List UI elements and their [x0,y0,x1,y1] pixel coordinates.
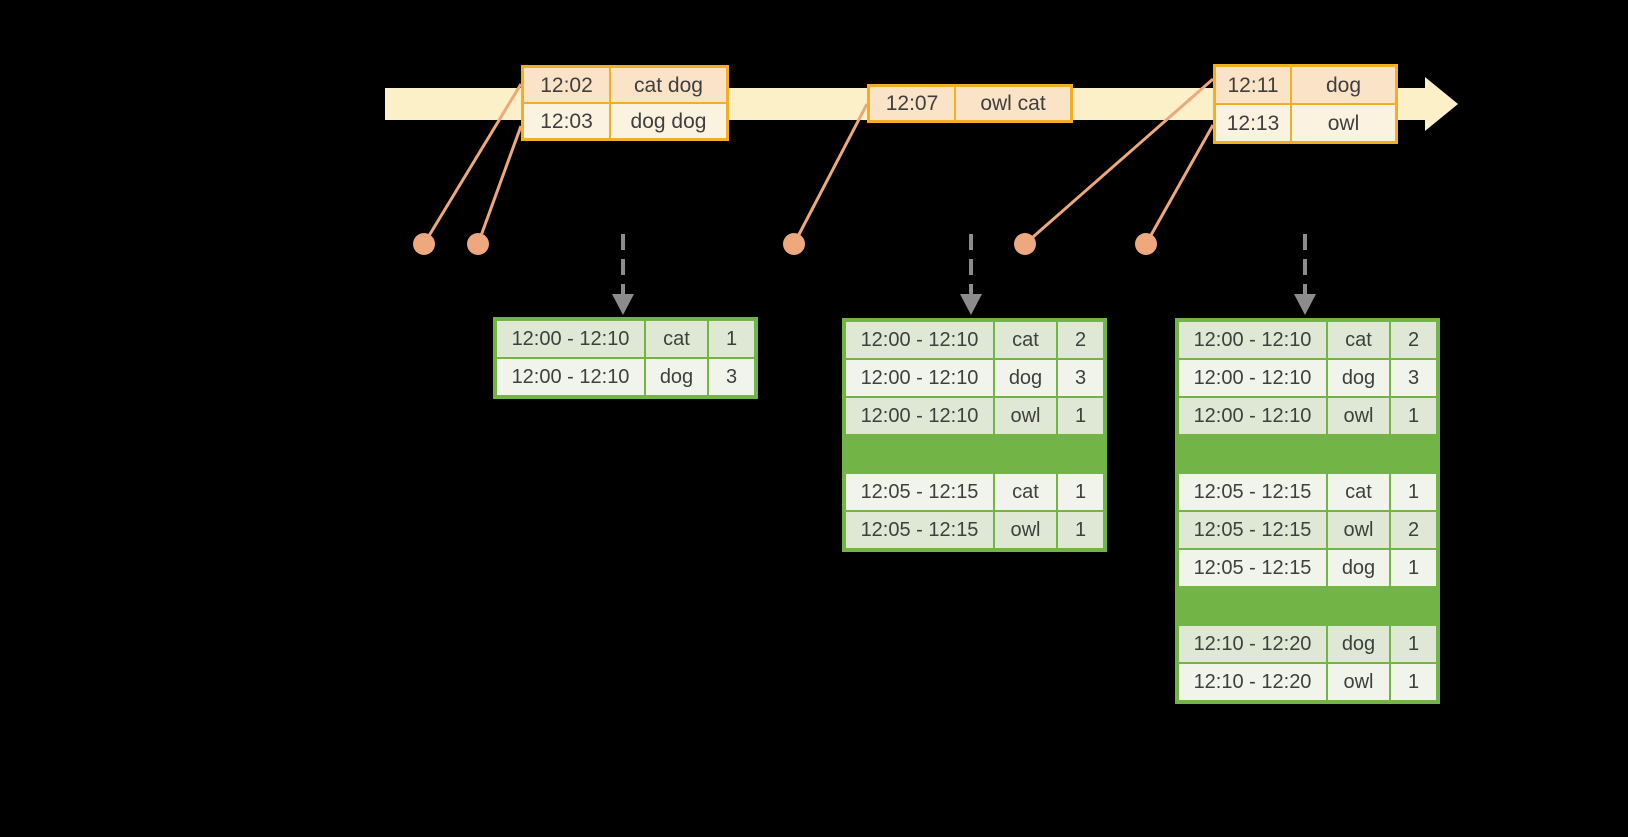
word-cell: dog [646,359,707,395]
count-cell: 3 [1391,360,1436,396]
word-cell: cat [646,321,707,357]
event-connector-line [1144,124,1215,245]
result-table-3: 12:00 - 12:10 cat 2 12:00 - 12:10 dog 3 … [1175,318,1440,704]
word-cell: owl [1328,512,1389,548]
window-cell: 12:00 - 12:10 [846,322,993,358]
window-cell: 12:00 - 12:10 [1179,322,1326,358]
count-cell: 2 [1391,512,1436,548]
count-cell: 1 [1391,626,1436,662]
count-cell: 1 [1391,550,1436,586]
word-cell: cat [1328,322,1389,358]
window-cell: 12:05 - 12:15 [1179,474,1326,510]
word-cell: cat [995,474,1056,510]
event-words-cell: dog [1292,67,1395,103]
window-cell: 12:10 - 12:20 [1179,664,1326,700]
event-connector-line [422,83,523,245]
window-group-divider [846,436,1103,437]
count-cell: 1 [1391,474,1436,510]
down-arrow-icon [960,294,982,315]
event-time-cell: 12:07 [870,87,954,120]
window-cell: 12:05 - 12:15 [846,474,993,510]
down-arrow-icon [612,294,634,315]
word-cell: dog [995,360,1056,396]
count-cell: 1 [1058,512,1103,548]
event-words-cell: owl [1292,105,1395,141]
event-marker-dot [1014,233,1036,255]
event-words-cell: cat dog [611,68,726,102]
window-cell: 12:00 - 12:10 [846,360,993,396]
event-time-cell: 12:13 [1216,105,1290,141]
count-cell: 3 [709,359,754,395]
word-cell: owl [1328,398,1389,434]
window-cell: 12:05 - 12:15 [1179,550,1326,586]
window-cell: 12:00 - 12:10 [497,359,644,395]
word-cell: owl [995,398,1056,434]
count-cell: 1 [1058,474,1103,510]
event-words-cell: owl cat [956,87,1070,120]
result-table-1: 12:00 - 12:10 cat 1 12:00 - 12:10 dog 3 [493,317,758,399]
event-words-cell: dog dog [611,104,726,138]
event-marker-dot [783,233,805,255]
count-cell: 2 [1391,322,1436,358]
window-cell: 12:05 - 12:15 [846,512,993,548]
window-cell: 12:00 - 12:10 [846,398,993,434]
down-arrow-icon [1294,294,1316,315]
window-cell: 12:10 - 12:20 [1179,626,1326,662]
event-connector-line [476,125,523,245]
event-time-cell: 12:02 [524,68,609,102]
count-cell: 2 [1058,322,1103,358]
event-time-cell: 12:03 [524,104,609,138]
word-cell: dog [1328,360,1389,396]
event-marker-dot [1135,233,1157,255]
event-table-3: 12:11 dog 12:13 owl [1213,64,1398,144]
count-cell: 1 [1391,398,1436,434]
window-group-divider [1179,588,1436,589]
word-cell: owl [995,512,1056,548]
window-cell: 12:00 - 12:10 [1179,398,1326,434]
count-cell: 1 [1058,398,1103,434]
word-cell: cat [1328,474,1389,510]
word-cell: dog [1328,626,1389,662]
window-cell: 12:00 - 12:10 [1179,360,1326,396]
event-table-1: 12:02 cat dog 12:03 dog dog [521,65,729,141]
event-marker-dot [413,233,435,255]
event-connector-line [792,103,869,245]
count-cell: 1 [1391,664,1436,700]
word-cell: dog [1328,550,1389,586]
word-cell: cat [995,322,1056,358]
window-group-divider [1179,436,1436,437]
event-time-cell: 12:11 [1216,67,1290,103]
window-cell: 12:05 - 12:15 [1179,512,1326,548]
window-cell: 12:00 - 12:10 [497,321,644,357]
result-table-2: 12:00 - 12:10 cat 2 12:00 - 12:10 dog 3 … [842,318,1107,552]
event-connector-line [1024,77,1214,246]
word-cell: owl [1328,664,1389,700]
timeline-arrowhead-icon [1425,77,1458,131]
count-cell: 1 [709,321,754,357]
count-cell: 3 [1058,360,1103,396]
event-table-2: 12:07 owl cat [867,84,1073,123]
event-marker-dot [467,233,489,255]
